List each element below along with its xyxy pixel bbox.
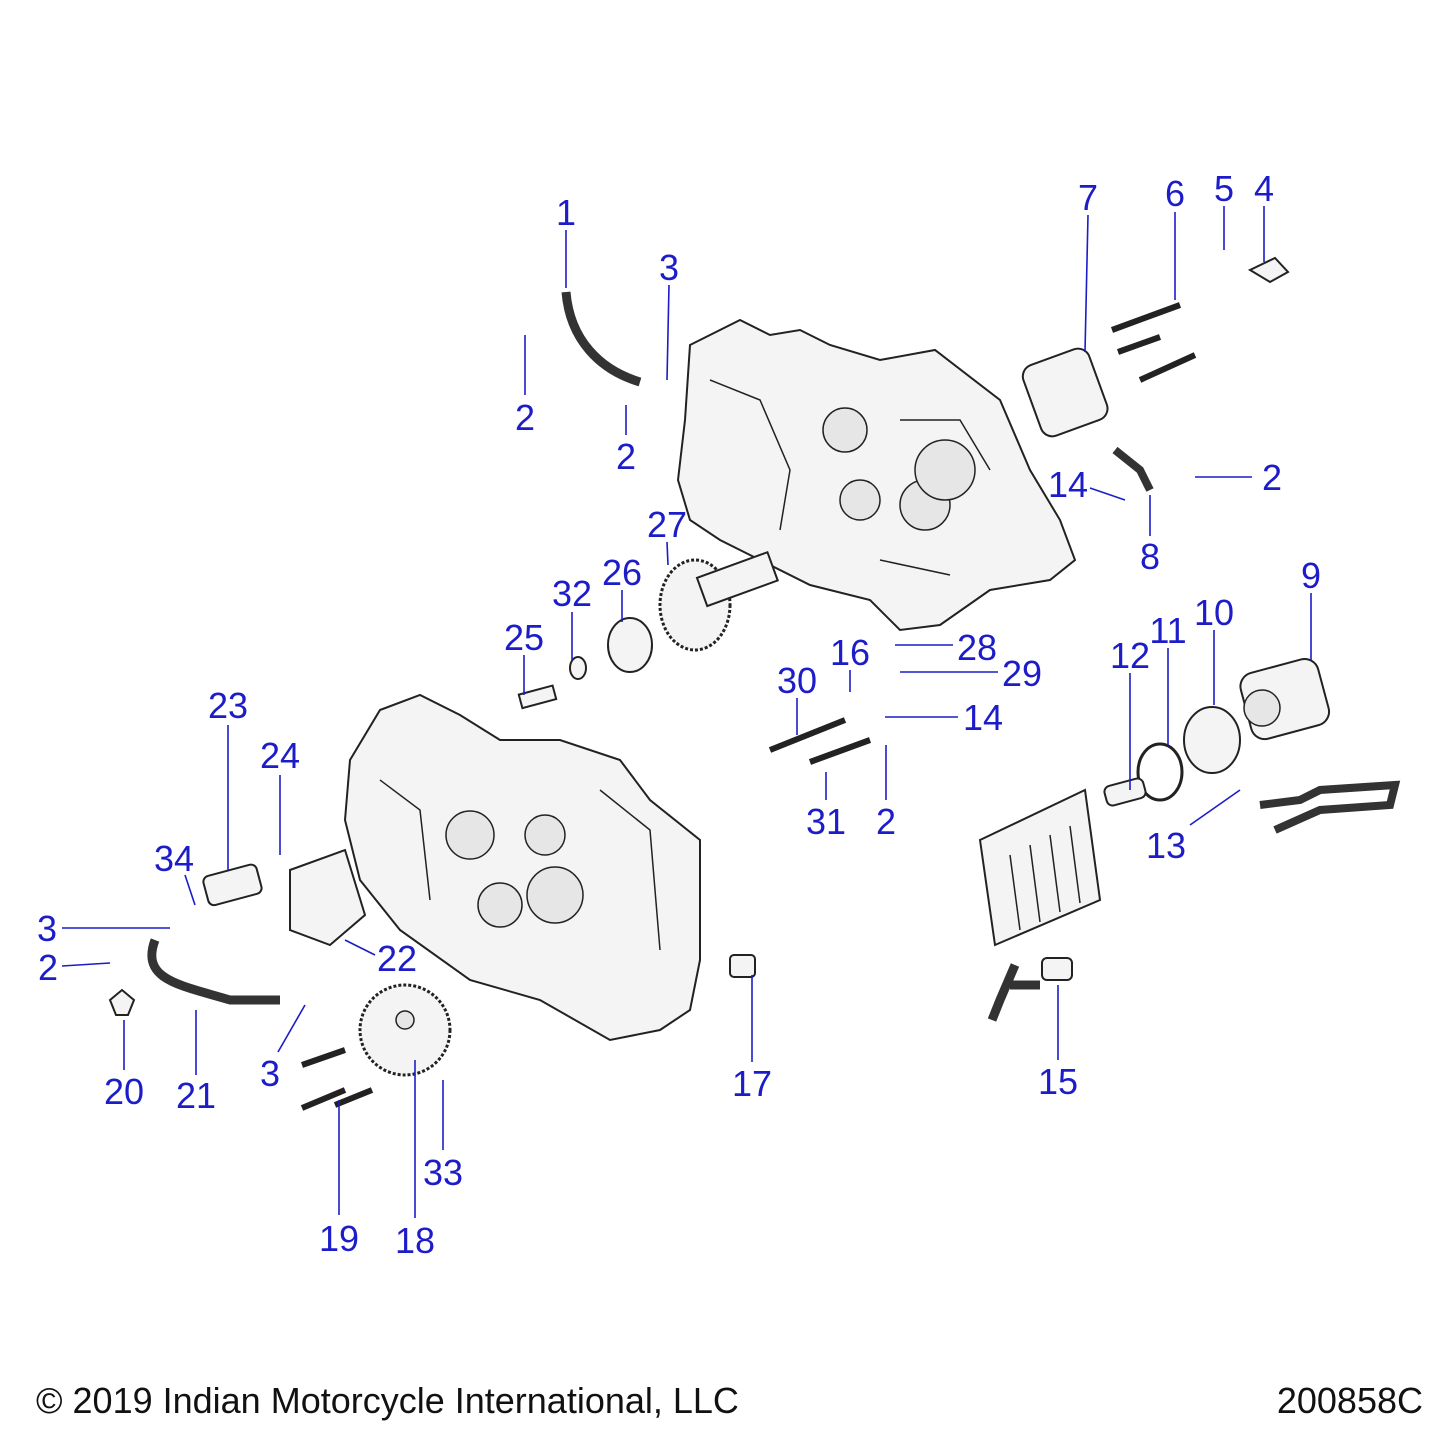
callout-1[interactable]: 1 — [556, 192, 576, 233]
callout-29[interactable]: 29 — [1002, 653, 1042, 694]
callout-12[interactable]: 12 — [1110, 635, 1150, 676]
callout-20[interactable]: 20 — [104, 1071, 144, 1112]
bracket[interactable] — [1247, 256, 1290, 284]
callout-6[interactable]: 6 — [1165, 173, 1185, 214]
drain-plug[interactable] — [108, 988, 136, 1016]
bolt-25[interactable] — [517, 684, 558, 710]
callout-2[interactable]: 2 — [38, 947, 58, 988]
callout-17[interactable]: 17 — [732, 1063, 772, 1104]
o-ring[interactable] — [1136, 742, 1184, 802]
oil-line[interactable] — [1259, 780, 1401, 834]
oil-strainer[interactable] — [202, 863, 263, 907]
callout-9[interactable]: 9 — [1301, 555, 1321, 596]
callout-21[interactable]: 21 — [176, 1075, 216, 1116]
oil-pump[interactable] — [1019, 345, 1110, 439]
oil-cooler[interactable] — [978, 788, 1102, 947]
callout-7[interactable]: 7 — [1078, 177, 1098, 218]
callout-28[interactable]: 28 — [957, 627, 997, 668]
oil-tube-upper[interactable] — [561, 291, 642, 387]
leader-line — [277, 1004, 306, 1053]
fitting[interactable] — [1041, 957, 1073, 981]
filter-adapter[interactable] — [1183, 706, 1241, 774]
callout-23[interactable]: 23 — [208, 685, 248, 726]
cooler-hose[interactable] — [987, 963, 1040, 1022]
leader-line — [1089, 487, 1126, 501]
callout-3[interactable]: 3 — [659, 247, 679, 288]
callout-31[interactable]: 31 — [806, 801, 846, 842]
oil-pressure-switch[interactable] — [729, 954, 756, 978]
leader-line — [1084, 214, 1089, 353]
callout-14[interactable]: 14 — [1048, 464, 1088, 505]
callout-3[interactable]: 3 — [260, 1053, 280, 1094]
adapter-fitting[interactable] — [1103, 777, 1147, 807]
callout-11[interactable]: 11 — [1149, 610, 1186, 651]
crankcase-left-half[interactable] — [343, 693, 701, 1042]
callout-3[interactable]: 3 — [37, 908, 57, 949]
callout-30[interactable]: 30 — [777, 660, 817, 701]
idler-gear[interactable] — [658, 550, 779, 652]
callout-2[interactable]: 2 — [616, 436, 636, 477]
leader-lines — [61, 206, 1312, 1218]
leader-line — [344, 939, 376, 956]
leader-line — [61, 962, 111, 967]
callout-25[interactable]: 25 — [504, 617, 544, 658]
callout-27[interactable]: 27 — [647, 504, 687, 545]
callout-32[interactable]: 32 — [552, 573, 592, 614]
callout-5[interactable]: 5 — [1214, 168, 1234, 209]
copyright-notice: © 2019 Indian Motorcycle International, … — [36, 1380, 739, 1421]
leader-line — [666, 284, 670, 381]
callout-26[interactable]: 26 — [602, 552, 642, 593]
leader-line — [1189, 789, 1241, 826]
callout-19[interactable]: 19 — [319, 1218, 359, 1259]
callout-4[interactable]: 4 — [1254, 168, 1274, 209]
scavenge-pump[interactable] — [358, 983, 452, 1077]
callout-13[interactable]: 13 — [1146, 825, 1186, 866]
callout-2[interactable]: 2 — [1262, 457, 1282, 498]
callout-14[interactable]: 14 — [963, 697, 1003, 738]
callout-2[interactable]: 2 — [515, 397, 535, 438]
callout-2[interactable]: 2 — [876, 801, 896, 842]
callout-24[interactable]: 24 — [260, 735, 300, 776]
callout-18[interactable]: 18 — [395, 1220, 435, 1261]
callout-33[interactable]: 33 — [423, 1152, 463, 1193]
washer[interactable] — [569, 656, 587, 680]
oil-filter[interactable] — [1237, 656, 1332, 742]
leader-line — [184, 874, 196, 906]
callout-8[interactable]: 8 — [1140, 536, 1160, 577]
callout-15[interactable]: 15 — [1038, 1061, 1078, 1102]
bolts — [300, 302, 1197, 1111]
bearing[interactable] — [607, 617, 653, 673]
oil-tube-lower[interactable] — [147, 938, 280, 1005]
leader-line — [666, 541, 669, 566]
callout-10[interactable]: 10 — [1194, 592, 1234, 633]
crankcase-right-half[interactable] — [676, 318, 1077, 632]
document-number: 200858C — [1276, 1380, 1423, 1421]
callout-22[interactable]: 22 — [377, 938, 417, 979]
pickup-tube[interactable] — [1112, 446, 1154, 492]
callout-34[interactable]: 34 — [154, 838, 194, 879]
callout-16[interactable]: 16 — [830, 632, 870, 673]
baffle-plate[interactable] — [289, 848, 367, 947]
